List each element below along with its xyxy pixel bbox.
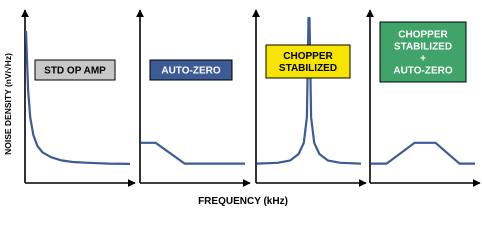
panel-label-box [34,59,116,81]
panel-label-box [379,21,467,83]
panel-2: AUTO-ZERO [136,9,251,187]
panel-label-box [149,59,233,81]
noise-curve [256,16,362,165]
noise-curve [24,30,131,165]
noise-curve [371,141,475,165]
noise-density-figure: NOISE DENSITY (nV/√Hz) FREQUENCY (kHz) S… [3,9,481,207]
panel-1: STD OP AMP [21,9,136,187]
x-axis-label: FREQUENCY (kHz) [198,196,288,207]
y-axis-label: NOISE DENSITY (nV/√Hz) [3,53,13,155]
panel-label-text: CHOPPER [283,51,333,62]
panel-label-text: STD OP AMP [44,66,106,77]
panel-label-text: STABILIZED [279,63,337,74]
panel-label-text: AUTO-ZERO [393,66,452,77]
noise-curve [141,141,245,165]
panel-label-box [265,44,351,79]
panel-label-text: AUTO-ZERO [161,66,220,77]
panel-label-text: CHOPPER [398,30,448,41]
panel-label-text: STABILIZED [394,42,452,53]
panel-label-text: + [420,54,426,65]
